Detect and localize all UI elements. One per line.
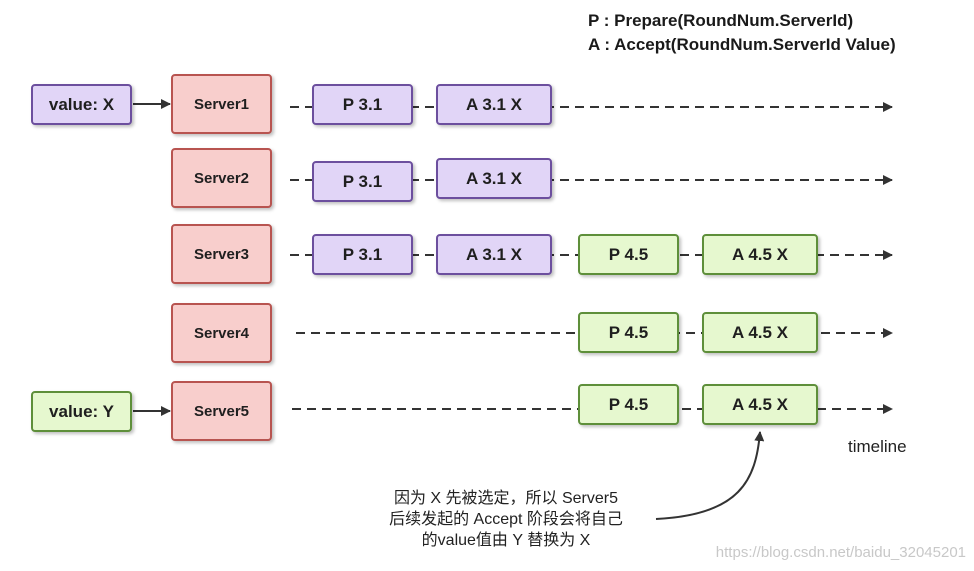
annotation-arrow <box>655 431 765 520</box>
server-node-1: Server1 <box>171 74 272 134</box>
prepare-3-1-server3: P 3.1 <box>312 234 413 275</box>
server-node-5: Server5 <box>171 381 272 441</box>
server-node-4: Server4 <box>171 303 272 363</box>
prepare-4-5-server3: P 4.5 <box>578 234 679 275</box>
accept-3-1-server1: A 3.1 X <box>436 84 552 125</box>
accept-3-1-server3: A 3.1 X <box>436 234 552 275</box>
input-value-y: value: Y <box>31 391 132 432</box>
watermark: https://blog.csdn.net/baidu_32045201 <box>715 544 966 561</box>
legend-accept: A : Accept(RoundNum.ServerId Value) <box>588 35 896 54</box>
accept-3-1-server2: A 3.1 X <box>436 158 552 199</box>
prepare-3-1-server2: P 3.1 <box>312 161 413 202</box>
annotation-line-2: 后续发起的 Accept 阶段会将自己 <box>389 511 623 528</box>
accept-4-5-server4: A 4.5 X <box>702 312 818 353</box>
prepare-4-5-server5: P 4.5 <box>578 384 679 425</box>
server-node-3: Server3 <box>171 224 272 284</box>
accept-4-5-server5: A 4.5 X <box>702 384 818 425</box>
server-node-2: Server2 <box>171 148 272 208</box>
input-value-x: value: X <box>31 84 132 125</box>
annotation-line-1: 因为 X 先被选定，所以 Server5 <box>393 490 619 507</box>
annotation-note: 因为 X 先被选定，所以 Server5 后续发起的 Accept 阶段会将自己… <box>366 488 646 551</box>
legend-prepare: P : Prepare(RoundNum.ServerId) <box>588 11 854 30</box>
accept-4-5-server3: A 4.5 X <box>702 234 818 275</box>
prepare-3-1-server1: P 3.1 <box>312 84 413 125</box>
annotation-line-3: 的value值由 Y 替换为 X <box>421 532 591 549</box>
prepare-4-5-server4: P 4.5 <box>578 312 679 353</box>
timeline-label: timeline <box>848 437 907 456</box>
